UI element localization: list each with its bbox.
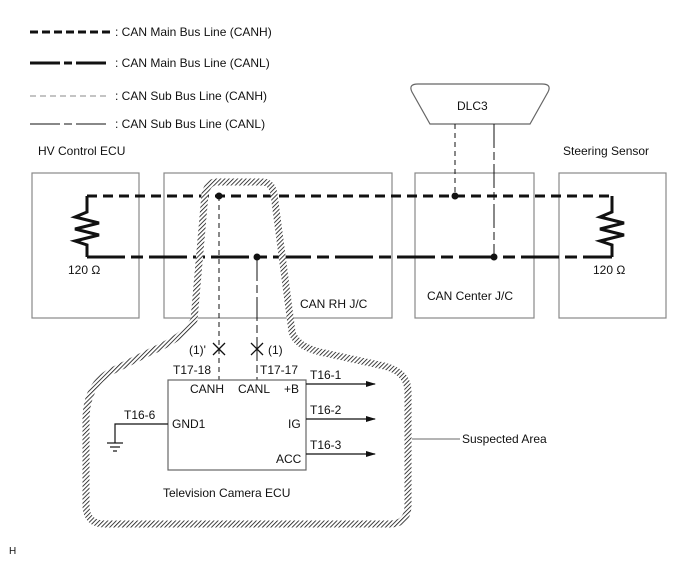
can-rh-jc-label: CAN RH J/C [300,297,368,311]
junction-dot [490,253,498,261]
legend-item-sub-canh: : CAN Sub Bus Line (CANH) [30,89,267,103]
legend-item-main-canl: : CAN Main Bus Line (CANL) [30,56,270,70]
hv-ecu-box [31,172,140,319]
pin-b-label: +B [284,382,299,396]
pin-gnd1-label: GND1 [172,417,206,431]
can-center-jc-box [414,172,535,319]
dlc3-connector: DLC3 [410,83,550,125]
break-mark-canh: (1)' [189,342,226,357]
terminal-acc: T16-3 [310,438,342,452]
can-center-jc-label: CAN Center J/C [427,289,513,303]
pin-canl-label: CANL [238,382,270,396]
steering-sensor-resistor: 120 Ω [593,196,625,277]
wire-gnd1 [114,423,168,443]
steering-sensor-resistor-value: 120 Ω [593,263,625,277]
junction-dot [253,253,261,261]
corner-letter: H [9,546,16,557]
hv-ecu-resistor: 120 Ω [68,196,100,277]
suspected-area-label: Suspected Area [462,432,547,446]
break-mark-canh-label: (1)' [189,343,206,357]
legend: : CAN Main Bus Line (CANH) : CAN Main Bu… [30,25,272,131]
tv-camera-ecu-box [167,379,307,471]
terminal-b: T16-1 [310,368,342,382]
break-mark-canl: (1) [250,342,283,357]
pin-ig-label: IG [288,417,301,431]
junction-dot [451,192,459,200]
tv-camera-ecu-title: Television Camera ECU [163,486,290,500]
ground-icon [107,442,123,452]
steering-sensor-box [558,172,667,319]
pin-canh-label: CANH [190,382,224,396]
break-mark-canl-label: (1) [268,343,283,357]
terminal-gnd1: T16-6 [124,408,156,422]
legend-item-main-canh: : CAN Main Bus Line (CANH) [30,25,272,39]
hv-ecu-title: HV Control ECU [38,144,125,158]
legend-label: : CAN Sub Bus Line (CANH) [115,89,267,103]
pin-acc-label: ACC [276,452,302,466]
steering-sensor-title: Steering Sensor [563,144,649,158]
legend-label: : CAN Main Bus Line (CANH) [115,25,272,39]
legend-label: : CAN Main Bus Line (CANL) [115,56,270,70]
terminal-canh: T17-18 [173,363,211,377]
tv-camera-ecu: CANH CANL +B IG ACC GND1 T17-18 T17-17 T… [107,363,376,500]
suspected-area-outline [82,178,412,528]
hv-ecu-resistor-value: 120 Ω [68,263,100,277]
can-rh-jc-box [163,172,393,319]
legend-item-sub-canl: : CAN Sub Bus Line (CANL) [30,117,265,131]
junction-dot [215,192,223,200]
legend-label: : CAN Sub Bus Line (CANL) [115,117,265,131]
terminal-ig: T16-2 [310,403,342,417]
dlc3-label: DLC3 [457,99,488,113]
terminal-canl: T17-17 [260,363,298,377]
